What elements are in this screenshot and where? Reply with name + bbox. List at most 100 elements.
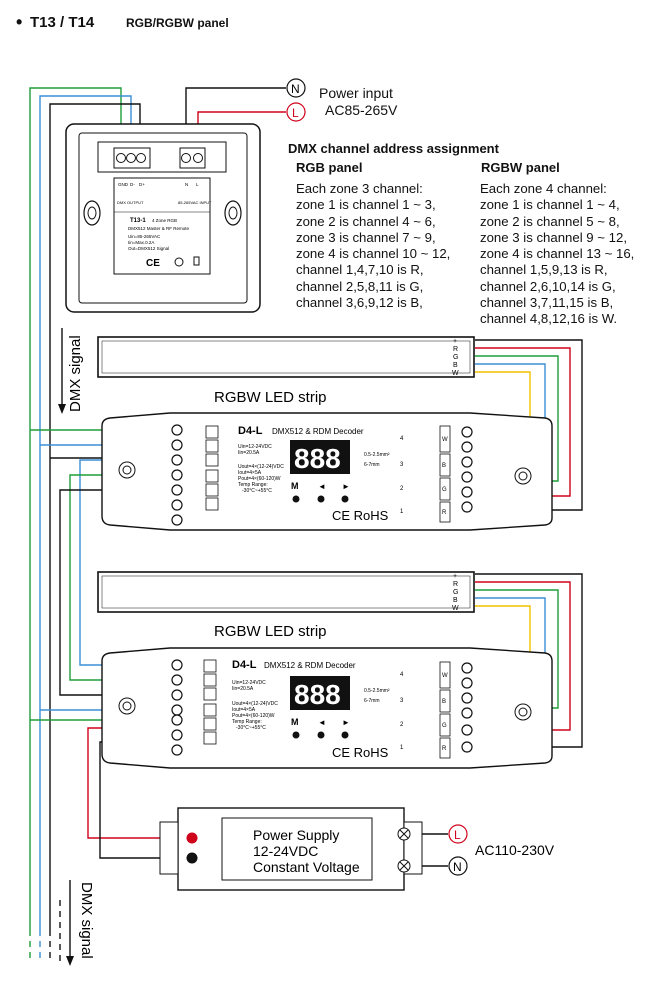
psu-line-2: 12-24VDC [253, 843, 318, 859]
decoder-1-button-left [317, 495, 325, 503]
rgbw-line: channel 3,7,11,15 is B, [480, 295, 614, 311]
decoder-1-btn-right: ► [342, 482, 350, 491]
dmx-signal-arrow-bottom: DMX signal [66, 880, 95, 966]
panel-weee-icon [193, 256, 200, 266]
decoder-1-button-right [341, 495, 349, 503]
input-cell [205, 483, 219, 497]
dmx-signal-label-bottom: DMX signal [78, 882, 95, 959]
terminal [171, 514, 183, 526]
channel-box [439, 477, 451, 501]
rgbw-line: zone 2 is channel 5 ~ 8, [480, 213, 620, 229]
led-strip-1-pins: + R G B W [452, 338, 459, 377]
panel-model-desc: 4 Zone RGB [152, 218, 177, 223]
terminal [461, 662, 473, 674]
wire-green-top [29, 87, 122, 930]
panel-spec-2: Iin=Max.0.2A [128, 240, 154, 245]
strip-2-pin-r: R [453, 581, 458, 588]
terminal [461, 486, 473, 498]
terminal [461, 426, 473, 438]
terminal [171, 714, 183, 726]
terminal [171, 484, 183, 496]
decoder-1-col-w: W [442, 437, 448, 443]
decoder-1: 888 D4-L DMX512 & RDM Decoder Uin=12-24V… [101, 412, 553, 531]
decoder-1-channels [439, 425, 451, 523]
decoder-1-wire-spec-1: 0.5-2.5mm² [364, 452, 390, 458]
decoder-1-out-spec-1: Uout=4×(12-24)VDC [238, 464, 284, 470]
dmx-arrow-head-top [58, 404, 66, 414]
panel-term-l: L [196, 182, 199, 187]
psu-label-box [221, 817, 373, 881]
channel-box [439, 737, 451, 759]
decoder-1-ch2: 2 [400, 486, 404, 492]
panel-term-dp: D+ [139, 182, 145, 187]
strip-2-body [97, 571, 475, 613]
panel-ce-mark: CE [146, 258, 160, 269]
terminal [461, 724, 473, 736]
panel-term-dm: D- [130, 182, 135, 187]
decoder-2-col-b: B [442, 699, 446, 705]
decoder-2-left-terminals [171, 659, 183, 756]
panel-spec-3: Out=DMX512 Signal [128, 246, 169, 251]
decoder-2: 888 D4-L DMX512 & RDM Decoder Uin=12-24V… [101, 647, 553, 769]
rgbw-panel-heading: RGBW panel [481, 160, 560, 175]
decoder-1-out-spec-2: Iout=4×5A [238, 470, 262, 476]
power-input-terminals: N L [286, 78, 306, 122]
terminal [461, 441, 473, 453]
led-strip-2 [97, 571, 475, 613]
decoder-2-out-spec-2: Iout=4×5A [232, 707, 256, 713]
terminal [461, 692, 473, 704]
decoder-2-out-spec-5: -30°C~+55°C [236, 725, 266, 731]
strip-1-pin-b: B [453, 362, 458, 369]
decoder-2-wire-spec-2: 6-7mm [364, 698, 380, 704]
strip-1-pin-g: G [453, 354, 458, 361]
decoder-2-channels [439, 661, 451, 759]
input-cell [203, 687, 217, 701]
decoder-1-out-spec-5: -30°C~+55°C [242, 488, 272, 494]
decoder-2-hole-right-in [518, 707, 528, 717]
decoder-2-btn-left: ◄ [318, 718, 326, 727]
strip-1-pin-r: R [453, 346, 458, 353]
l-letter: L [292, 106, 299, 120]
decoder-1-display [290, 440, 350, 474]
power-input-label: Power input [319, 85, 393, 101]
decoder-2-out-spec-1: Uout=4×(12-24)VDC [232, 701, 278, 707]
terminal [171, 469, 183, 481]
channel-box [439, 689, 451, 713]
channel-box [439, 501, 451, 523]
dmx-signal-arrow-top: DMX signal [58, 328, 84, 414]
decoder-2-button-m [292, 731, 300, 739]
terminal [171, 674, 183, 686]
panel-spec-1: Uin=85-265VAC [128, 234, 161, 239]
terminal [461, 707, 473, 719]
terminal-gnd [116, 153, 126, 163]
decoder-1-button-m [292, 495, 300, 503]
decoder-1-ch1: 1 [400, 509, 404, 515]
decoder-1-desc: DMX512 & RDM Decoder [272, 427, 364, 436]
terminal [171, 454, 183, 466]
terminal-block-ac [179, 147, 206, 169]
rgb-line: zone 2 is channel 4 ~ 6, [296, 213, 436, 229]
terminal [171, 744, 183, 756]
terminal [171, 499, 183, 511]
power-input-range: AC85-265V [325, 102, 398, 118]
decoder-2-ch1: 1 [400, 745, 404, 751]
terminal [461, 456, 473, 468]
rgb-line: channel 3,6,9,12 is B, [296, 295, 423, 311]
decoder-2-btn-m: M [291, 717, 299, 727]
rgbw-line: zone 4 is channel 13 ~ 16, [480, 246, 635, 262]
terminal [461, 741, 473, 753]
psu-n-letter: N [453, 860, 462, 874]
terminal [461, 471, 473, 483]
rgb-line: channel 2,5,8,11 is G, [296, 278, 424, 294]
panel-term-n: N [185, 182, 188, 187]
input-cell [203, 703, 217, 717]
decoder-1-hole-right-in [518, 471, 528, 481]
terminal [461, 501, 473, 513]
input-cell [203, 717, 217, 731]
decoder-2-button-left [317, 731, 325, 739]
psu-left-tab [159, 821, 179, 875]
decoder-2-col-g: G [442, 723, 447, 729]
dmx-assign-title: DMX channel address assignment [288, 141, 499, 156]
